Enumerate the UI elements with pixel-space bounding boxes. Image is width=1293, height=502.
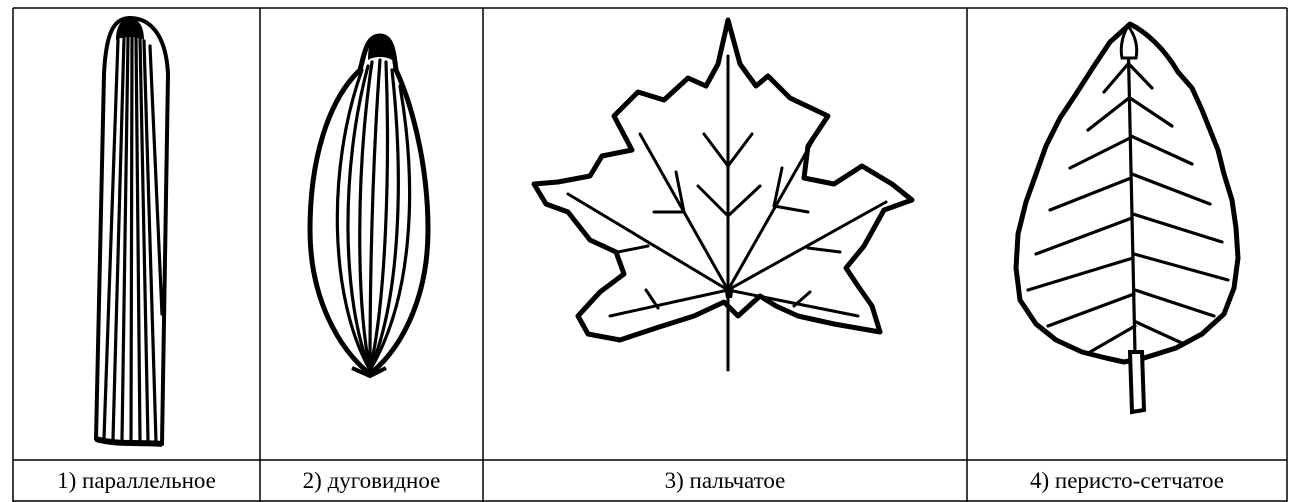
- palmate-venation-leaf-icon: [528, 16, 918, 376]
- caption-pinnate-reticulate: 4) перисто-сетчатое: [967, 461, 1287, 501]
- caption-parallel: 1) параллельное: [13, 461, 260, 501]
- pinnate-reticulate-venation-leaf-icon: [1006, 18, 1246, 418]
- arcuate-venation-leaf-icon: [300, 30, 440, 380]
- caption-arcuate: 2) дуговидное: [260, 461, 483, 501]
- parallel-venation-leaf-icon: [80, 14, 190, 454]
- caption-palmate: 3) пальчатое: [483, 461, 967, 501]
